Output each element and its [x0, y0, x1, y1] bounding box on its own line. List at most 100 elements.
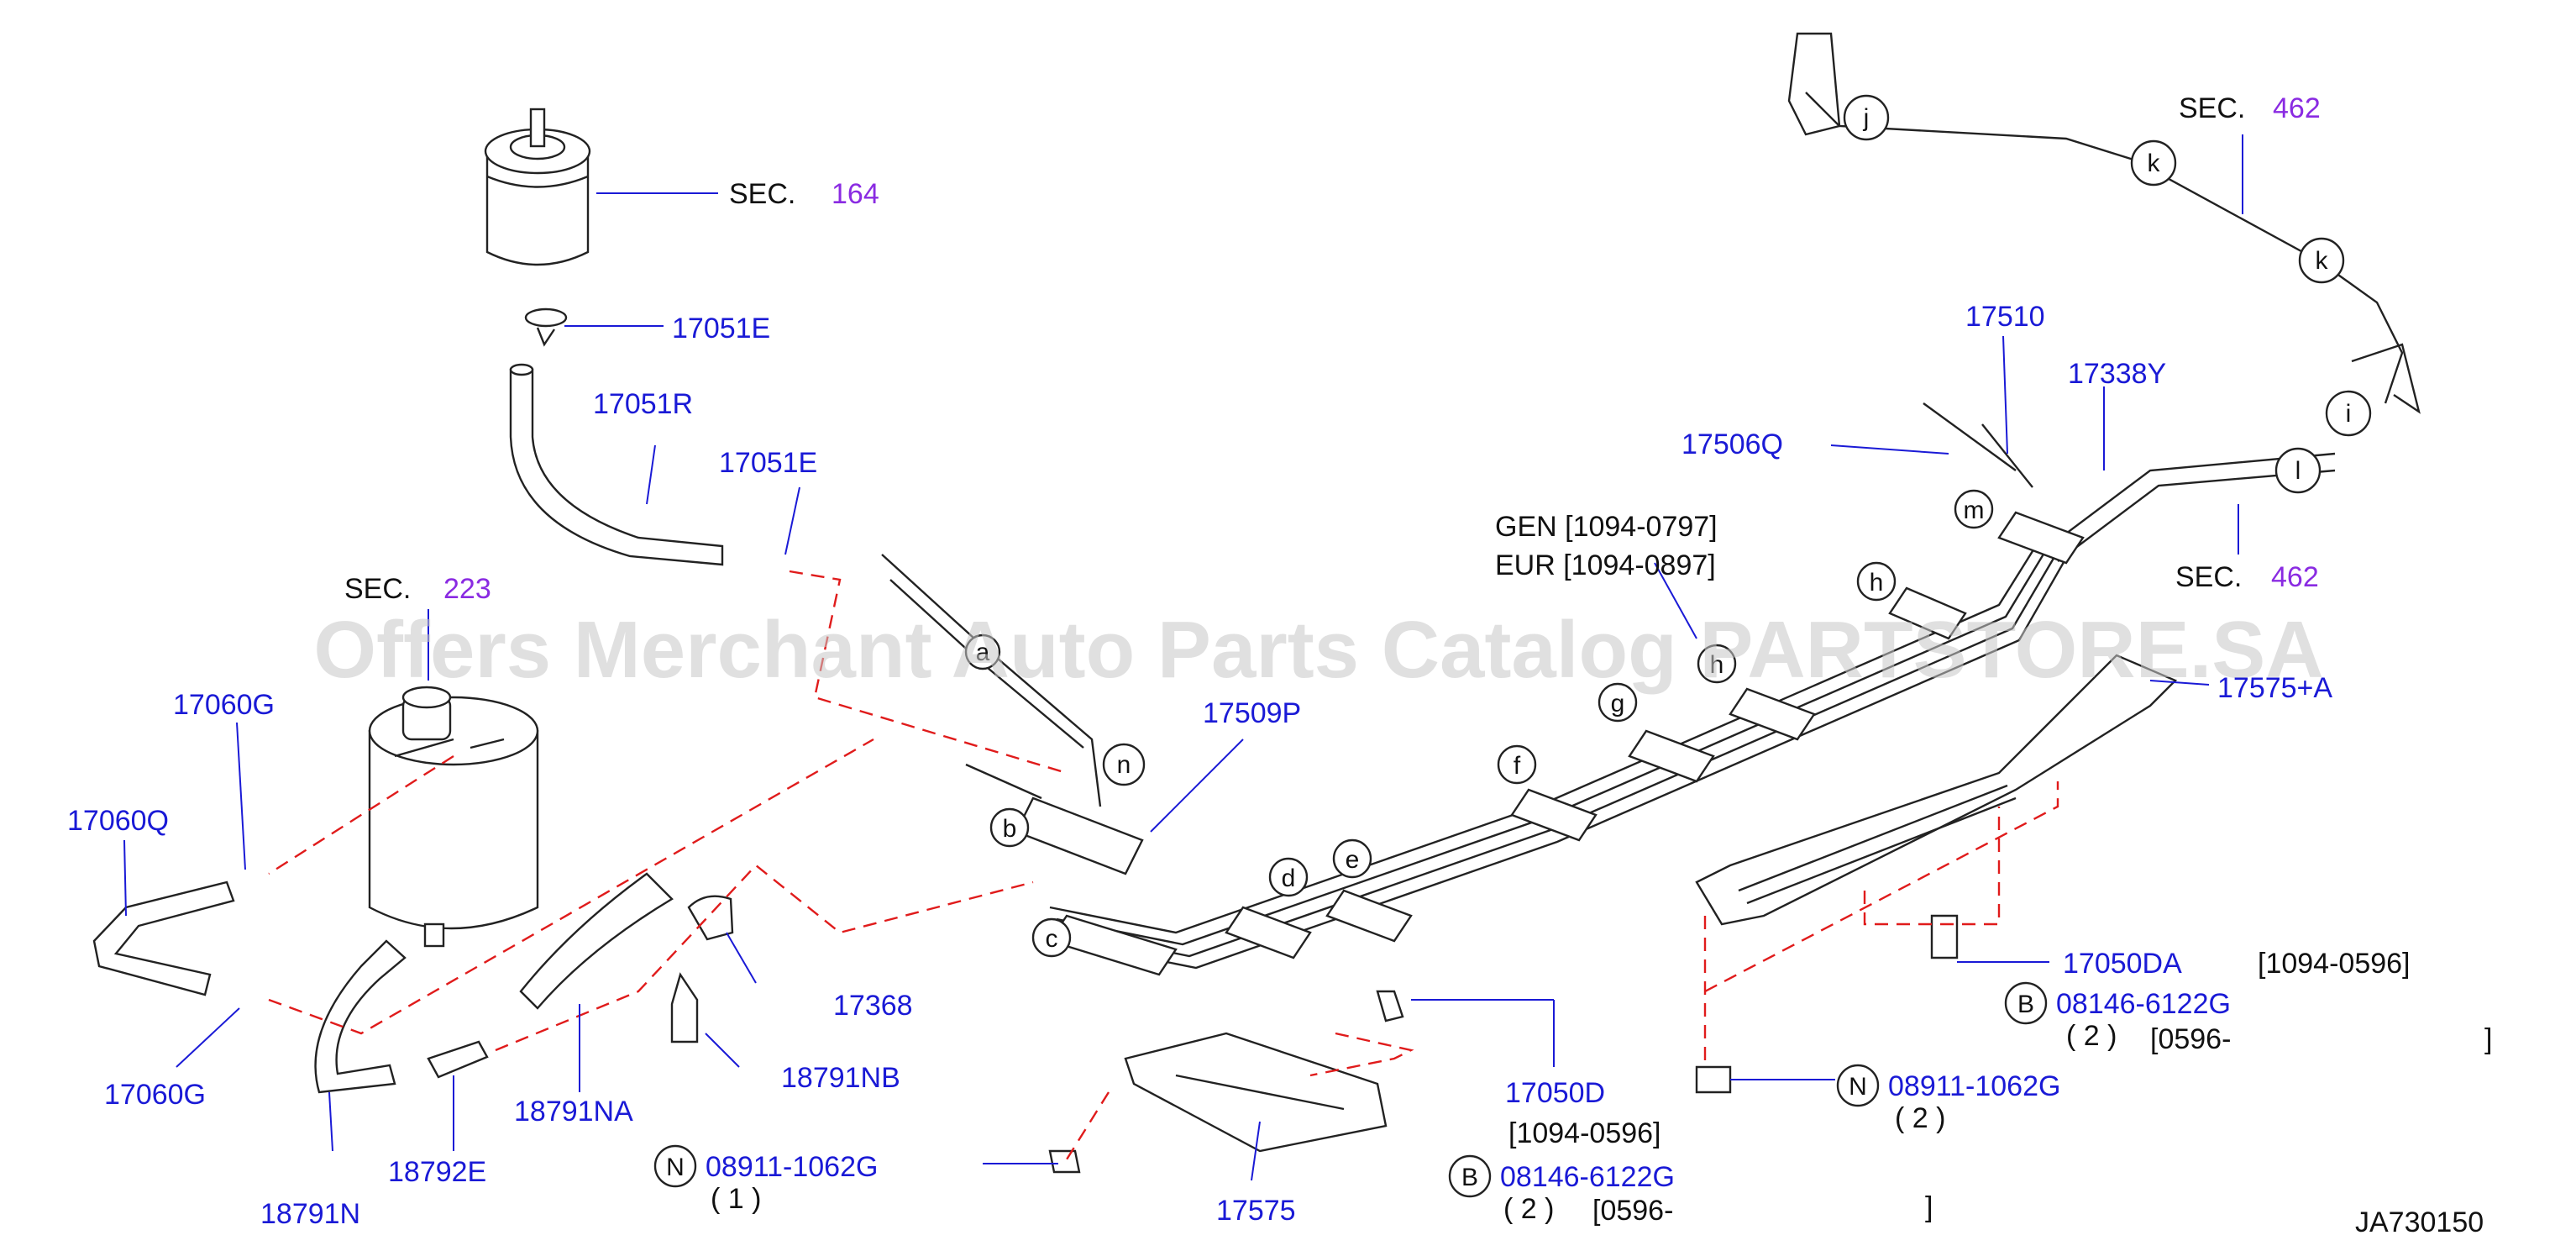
part-label-17509P[interactable]: 17509P — [1203, 697, 1301, 729]
callout-k1: k — [2130, 139, 2177, 187]
part-label-17050D[interactable]: 17050D — [1505, 1077, 1605, 1109]
part-label-17575A[interactable]: 17575+A — [2217, 672, 2332, 704]
part-label-17510[interactable]: 17510 — [1965, 301, 2045, 333]
callout-c: c — [1031, 917, 1072, 958]
hose-clamp-drawing — [524, 307, 568, 347]
callout-k2: k — [2298, 237, 2345, 284]
callout-h2: h — [1856, 561, 1897, 602]
sec-ref-462-top: SEC. 462 — [2179, 92, 2321, 124]
callout-l: l — [2274, 447, 2322, 494]
watermark: Offers Merchant Auto Parts Catalog PARTS… — [313, 605, 2323, 695]
sec-ref-164: SEC. 164 — [729, 178, 879, 210]
callout-N1-text: N — [666, 1154, 685, 1181]
qualifier-08911-left-qty: ( 1 ) — [711, 1183, 761, 1215]
qualifier-08146-upper-range: [0596- — [2150, 1023, 2231, 1055]
callout-N2-text: N — [1849, 1073, 1867, 1101]
canister-drawing — [368, 686, 539, 948]
bracket-drawing — [1124, 990, 1404, 1153]
callout-N1: N — [653, 1144, 697, 1188]
shield-drawing — [1048, 654, 2178, 1174]
part-label-17060G-upper[interactable]: 17060G — [173, 689, 275, 721]
callout-B1-text: B — [2017, 991, 2034, 1018]
sec-ref-164-number: 164 — [832, 178, 879, 210]
callout-a-text: a — [976, 639, 990, 666]
sec-ref-223-number: 223 — [443, 573, 491, 605]
callout-f-text: f — [1514, 752, 1521, 780]
part-label-17506Q[interactable]: 17506Q — [1681, 428, 1783, 460]
part-label-17060Q[interactable]: 17060Q — [67, 805, 169, 837]
part-label-17050DA[interactable]: 17050DA — [2063, 948, 2182, 980]
part-label-17051E-upper[interactable]: 17051E — [672, 313, 770, 344]
callout-n-text: n — [1117, 751, 1131, 779]
callout-g: g — [1598, 682, 1638, 723]
callout-c-text: c — [1046, 925, 1058, 953]
part-label-17575[interactable]: 17575 — [1216, 1195, 1296, 1227]
qualifier-08146-lower-range: [0596- — [1592, 1195, 1673, 1227]
callout-h1-text: h — [1710, 651, 1724, 679]
part-label-08911-right[interactable]: 08911-1062G — [1888, 1070, 2060, 1102]
callout-f: f — [1497, 744, 1537, 785]
qualifier-08146-upper-qty: ( 2 ) — [2066, 1020, 2117, 1052]
fuel-filter-drawing — [484, 108, 591, 266]
callout-j-text: j — [1863, 104, 1870, 132]
diagram-code: JA730150 — [2355, 1206, 2484, 1238]
fuel-hose-drawing — [509, 363, 724, 566]
callout-d: d — [1268, 857, 1309, 897]
callout-k1-text: k — [2148, 150, 2161, 177]
callout-h2-text: h — [1870, 569, 1884, 597]
sec-ref-462-mid-number: 462 — [2271, 561, 2319, 593]
sec-ref-462-top-number: 462 — [2273, 92, 2321, 124]
leader-lines — [123, 134, 2243, 1181]
part-label-18791NA[interactable]: 18791NA — [514, 1096, 633, 1127]
part-label-18791N[interactable]: 18791N — [260, 1198, 360, 1230]
qualifier-17050DA-range: [1094-0596] — [2258, 948, 2411, 980]
part-label-08911-left[interactable]: 08911-1062G — [706, 1151, 878, 1183]
callout-m-text: m — [1964, 497, 1985, 524]
callout-l-text: l — [2295, 457, 2301, 485]
part-label-18792E[interactable]: 18792E — [388, 1156, 486, 1188]
callout-e-text: e — [1346, 846, 1360, 874]
qualifier-17050D-range: [1094-0596] — [1508, 1117, 1661, 1149]
hose-parts-drawing — [92, 872, 734, 1094]
qualifier-08146-upper-close: ] — [2484, 1023, 2492, 1055]
qualifier-08911-right-qty: ( 2 ) — [1895, 1102, 1945, 1134]
assembly-guide-lines — [268, 570, 2059, 1160]
sec-ref-223-prefix: SEC. — [344, 573, 411, 605]
callout-k2-text: k — [2316, 247, 2329, 275]
sec-ref-164-prefix: SEC. — [729, 178, 795, 210]
fuel-tube-assembly — [881, 32, 2421, 976]
callout-i: i — [2325, 390, 2372, 437]
callout-d-text: d — [1282, 865, 1296, 892]
callout-B2: B — [1448, 1154, 1492, 1198]
sec-ref-223: SEC. 223 — [344, 573, 491, 605]
callout-e: e — [1332, 838, 1372, 879]
callout-g-text: g — [1611, 690, 1625, 717]
sec-ref-462-mid-prefix: SEC. — [2175, 561, 2242, 593]
callout-b: b — [989, 807, 1030, 848]
callout-a: a — [964, 633, 1001, 670]
callout-N2: N — [1836, 1064, 1880, 1107]
part-label-17051E-lower[interactable]: 17051E — [719, 447, 817, 479]
part-label-17060G-lower[interactable]: 17060G — [104, 1079, 206, 1111]
sec-ref-462-mid: SEC. 462 — [2175, 561, 2319, 593]
callout-n: n — [1102, 743, 1146, 786]
part-label-17051R[interactable]: 17051R — [593, 388, 693, 420]
callout-i-text: i — [2346, 400, 2352, 428]
callout-m: m — [1954, 489, 1994, 529]
callout-b-text: b — [1003, 815, 1017, 843]
callout-B2-text: B — [1461, 1164, 1478, 1191]
callout-B1: B — [2004, 981, 2048, 1025]
part-label-18791NB[interactable]: 18791NB — [781, 1062, 900, 1094]
qualifier-eur: EUR [1094-0897] — [1495, 549, 1716, 581]
qualifier-gen: GEN [1094-0797] — [1495, 511, 1718, 543]
sec-ref-462-top-prefix: SEC. — [2179, 92, 2245, 124]
part-label-08146-upper[interactable]: 08146-6122G — [2056, 988, 2231, 1020]
qualifier-08146-lower-close: ] — [1925, 1191, 1933, 1223]
callout-j: j — [1843, 94, 1890, 141]
qualifier-08146-lower-qty: ( 2 ) — [1503, 1193, 1554, 1225]
part-label-17368[interactable]: 17368 — [833, 990, 913, 1022]
part-label-08146-lower[interactable]: 08146-6122G — [1500, 1161, 1675, 1193]
part-label-17338Y[interactable]: 17338Y — [2068, 358, 2166, 390]
